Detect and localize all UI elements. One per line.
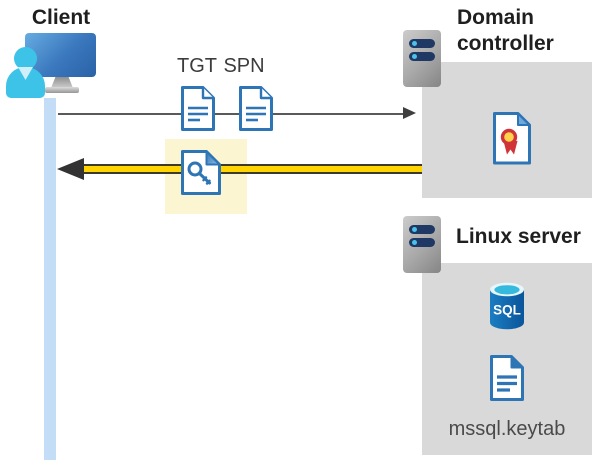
client-lifeline — [44, 98, 56, 460]
spn-ticket-document-icon — [238, 85, 274, 132]
sql-database-icon: SQL — [488, 282, 526, 331]
key-ticket-document-icon — [180, 149, 222, 196]
response-arrow-line — [84, 164, 422, 174]
domain-controller-label: Domain controller — [457, 6, 554, 56]
monitor-base-icon — [45, 87, 79, 93]
keytab-document-icon — [489, 354, 525, 402]
domain-controller-server-icon — [403, 30, 441, 87]
tgt-ticket-document-icon — [180, 85, 216, 132]
keytab-file-label: mssql.keytab — [448, 418, 566, 440]
linux-server-icon — [403, 216, 441, 273]
linux-server-label: Linux server — [456, 225, 581, 248]
user-icon — [14, 47, 37, 70]
request-arrowhead-icon — [403, 107, 416, 119]
request-arrow-line — [58, 113, 404, 116]
response-arrowhead-icon — [57, 158, 84, 180]
tgt-label: TGT — [177, 55, 217, 77]
spn-label: SPN — [223, 55, 265, 77]
monitor-stand-icon — [51, 77, 73, 88]
client-label: Client — [31, 6, 91, 29]
sql-database-text: SQL — [493, 303, 521, 318]
certificate-document-icon — [492, 111, 532, 166]
